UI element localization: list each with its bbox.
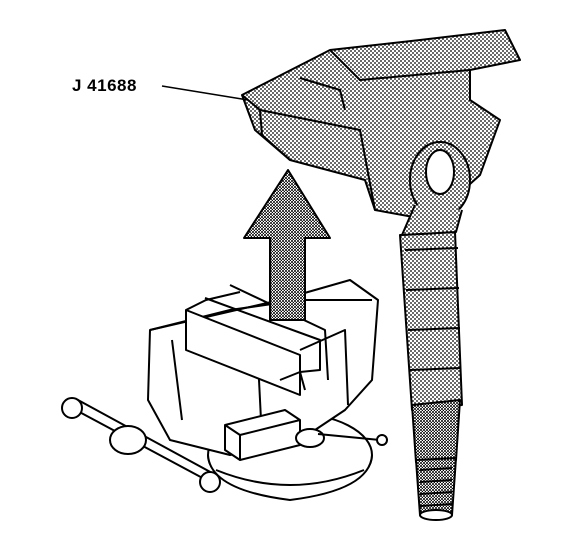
callout-leader-line [161, 85, 249, 101]
tool-callout-label: J 41688 [72, 76, 137, 95]
vise-handle [61, 397, 221, 493]
vise-lock-lever [295, 428, 388, 448]
bench-vise [61, 279, 388, 501]
vise-jaws [185, 284, 329, 396]
lift-direction-arrow [243, 169, 331, 321]
coil-shaft [399, 231, 463, 521]
removal-tool [241, 29, 521, 236]
